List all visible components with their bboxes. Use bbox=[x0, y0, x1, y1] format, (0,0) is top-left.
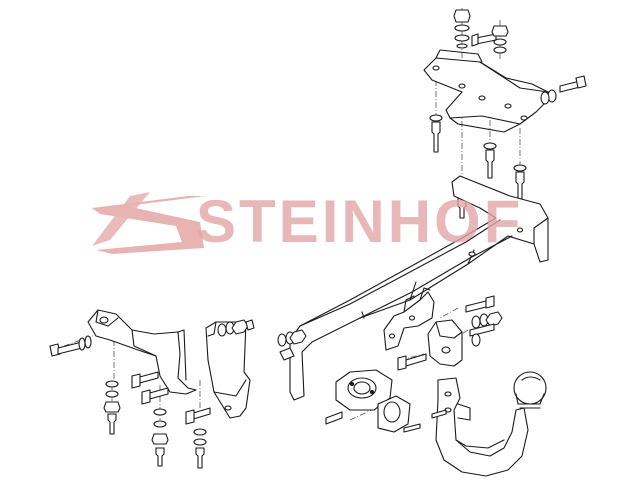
bolt-icon bbox=[515, 171, 525, 201]
middle-fastener-stack bbox=[217, 319, 307, 361]
nut-icon bbox=[289, 329, 307, 345]
upper-bracket-icon bbox=[423, 49, 549, 133]
washer-icon bbox=[153, 408, 167, 416]
socket-bracket-icon bbox=[383, 287, 435, 351]
washer-icon bbox=[217, 323, 227, 337]
washer-icon bbox=[493, 38, 507, 46]
left-fasteners bbox=[49, 335, 211, 469]
bolt-icon bbox=[431, 121, 441, 153]
left-bracket-icon bbox=[87, 309, 197, 395]
washer-icon bbox=[493, 46, 507, 54]
tow-ball-icon bbox=[431, 371, 547, 477]
bolt-icon bbox=[485, 149, 495, 179]
washer-icon bbox=[456, 43, 468, 49]
bolt-icon bbox=[155, 447, 165, 467]
upper-fastener-stack bbox=[453, 9, 587, 105]
bolt-icon bbox=[195, 447, 205, 469]
washer-icon bbox=[277, 333, 287, 347]
tow-bar-icon bbox=[289, 175, 549, 401]
bracket-bolts bbox=[429, 114, 527, 219]
nut-icon bbox=[491, 25, 509, 37]
nut-icon bbox=[453, 9, 471, 23]
washer-icon bbox=[84, 335, 92, 349]
washer-icon bbox=[454, 24, 470, 32]
line-art bbox=[49, 9, 587, 477]
nut-icon bbox=[103, 401, 121, 413]
right-lower-bracket-icon bbox=[427, 295, 503, 367]
nut-icon bbox=[231, 319, 249, 335]
bolt-icon bbox=[245, 319, 255, 331]
nut-icon bbox=[151, 433, 169, 445]
nut-icon bbox=[485, 311, 503, 327]
bolt-icon bbox=[107, 413, 117, 435]
washer-icon bbox=[105, 380, 119, 388]
washer-icon bbox=[471, 315, 481, 329]
washer-icon bbox=[454, 34, 470, 42]
socket-icon bbox=[325, 353, 427, 433]
bolt-icon bbox=[469, 323, 495, 337]
washer-icon bbox=[193, 428, 207, 436]
steinhof-logo-mark bbox=[92, 192, 206, 254]
bolt-icon bbox=[475, 33, 497, 45]
side-plate-icon bbox=[205, 321, 251, 419]
